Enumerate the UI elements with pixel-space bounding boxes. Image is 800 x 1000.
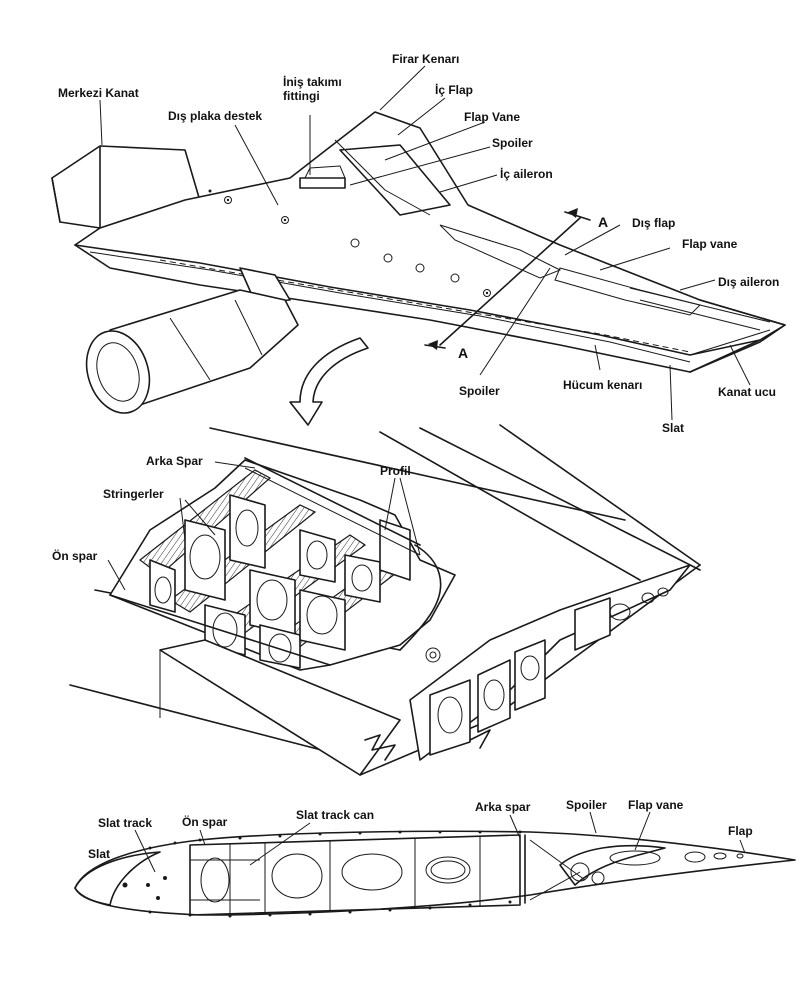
label-profil: Profil (380, 464, 411, 478)
label-section-a-bottom: A (458, 345, 468, 361)
wing-planform (74, 111, 786, 373)
label-flap-vane-mid: Flap vane (682, 237, 738, 251)
label-on-spar-bottom: Ön spar (182, 814, 228, 829)
label-flap-vane-top: Flap Vane (464, 110, 520, 124)
label-section-a-top: A (598, 214, 608, 230)
label-on-spar-mid: Ön spar (52, 548, 98, 563)
label-spoiler-top: Spoiler (492, 136, 533, 150)
label-firar-kenari: Firar Kenarı (392, 52, 459, 66)
wing-top-view (51, 111, 786, 414)
label-spoiler-mid: Spoiler (459, 384, 500, 398)
label-ic-flap: İç Flap (435, 82, 473, 97)
label-inis-takimi-1: İniş takımı (283, 74, 342, 89)
label-flap-vane-bottom: Flap vane (628, 798, 684, 812)
label-slat-track-can: Slat track can (296, 808, 374, 822)
label-flap-bottom: Flap (728, 824, 753, 838)
airfoil-section-a-a (74, 830, 796, 918)
label-hucum-kenari: Hücum kenarı (563, 378, 642, 392)
label-spoiler-bottom: Spoiler (566, 798, 607, 812)
label-ic-aileron: İç aileron (500, 166, 553, 181)
label-slat-top: Slat (662, 421, 684, 435)
label-slat-bottom: Slat (88, 847, 110, 861)
labels: Merkezi Kanat Firar Kenarı İniş takımı f… (52, 52, 779, 861)
label-arka-spar-bottom: Arka spar (475, 800, 531, 814)
section-line-a (439, 217, 581, 346)
zoom-arrow (289, 337, 369, 426)
label-stringerler: Stringerler (103, 487, 164, 501)
engine-nacelle (85, 289, 299, 414)
label-dis-aileron: Dış aileron (718, 275, 779, 289)
label-dis-plaka-destek: Dış plaka destek (168, 109, 262, 123)
label-dis-flap: Dış flap (632, 216, 675, 230)
label-arka-spar-mid: Arka Spar (146, 454, 203, 468)
label-kanat-ucu: Kanat ucu (718, 385, 776, 399)
label-slat-track: Slat track (98, 816, 152, 830)
leader-lines (99, 65, 751, 873)
label-merkezi-kanat: Merkezi Kanat (58, 86, 139, 100)
label-inis-takimi-2: fittingi (283, 89, 320, 103)
